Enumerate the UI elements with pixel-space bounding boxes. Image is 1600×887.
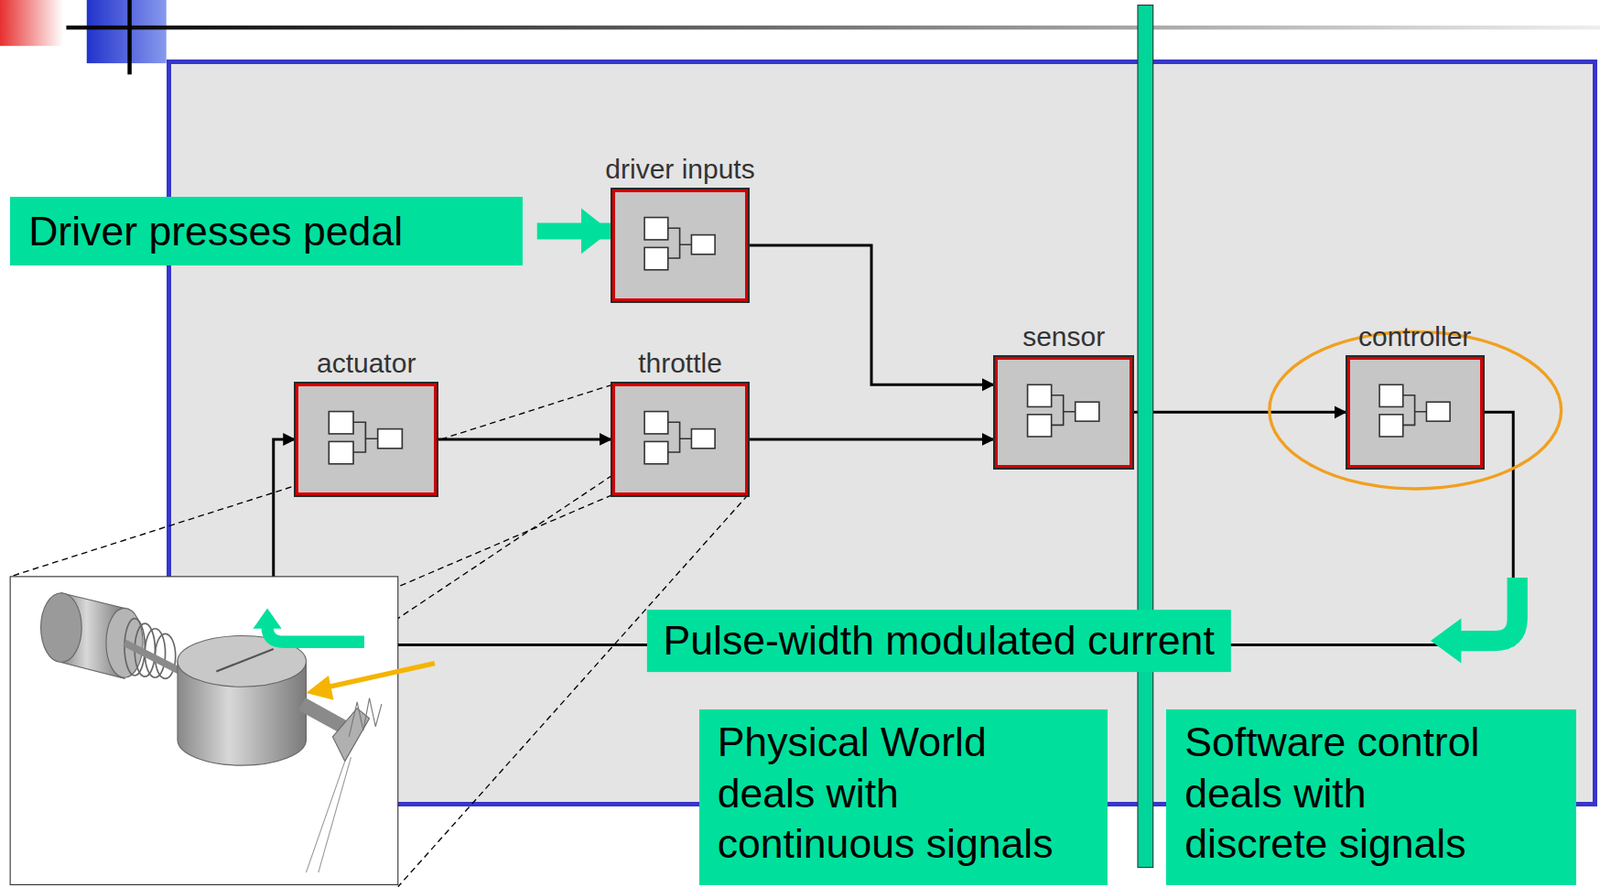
icon-square [644,217,669,240]
icon-square [1379,414,1404,437]
block-icon [298,386,434,493]
block-heading: actuator [316,347,416,379]
block-icon [615,386,746,493]
icon-wire [1051,395,1076,426]
note-text: Physical World deals with continuous sig… [717,716,1080,870]
icon-square [1379,384,1404,407]
icon-square [329,442,355,465]
note-box: Software control deals with discrete sig… [1166,709,1577,886]
icon-square [329,411,355,434]
signal-connector [747,437,995,441]
model-block: driver inputs [612,189,748,302]
icon-square [691,235,715,255]
signal-connector [537,222,611,239]
inset-frame [10,576,399,886]
icon-square [1426,401,1450,422]
block-heading: throttle [637,347,723,379]
note-text: Driver presses pedal [28,205,403,258]
icon-square [644,442,669,465]
icon-square [1027,384,1052,407]
throttle-illustration [41,593,435,873]
block-icon [1350,359,1481,465]
icon-wire [668,228,692,260]
block-heading: driver inputs [605,153,755,185]
corner-mark [86,0,167,64]
icon-square [1075,401,1100,422]
block-icon [997,359,1130,465]
model-block: actuator [295,383,437,496]
boundary-bar [1137,5,1154,868]
note-text: Software control deals with discrete sig… [1184,716,1496,870]
corner-mark [0,0,64,46]
model-block: sensor [994,356,1133,467]
icon-square [644,411,669,434]
signal-connector [747,245,995,385]
title-rule [127,0,131,75]
icon-square [691,429,715,449]
title-rule [65,25,1600,30]
icon-wire [1402,395,1427,426]
signal-connector [436,437,613,441]
icon-wire [353,421,379,453]
model-block: controller [1347,356,1483,467]
edge-label: Pulse-width modulated current [646,609,1231,672]
highlight-ellipse [1269,331,1562,489]
block-heading: controller [1358,321,1471,353]
icon-wire [668,421,692,453]
callout-box: Driver presses pedal [10,196,523,266]
model-block: throttle [612,383,748,496]
note-box: Physical World deals with continuous sig… [699,709,1108,886]
block-icon [615,192,746,299]
icon-square [378,429,403,449]
block-heading: sensor [1022,321,1105,353]
signal-connector [1132,410,1347,414]
icon-square [1027,414,1052,437]
hook-arrow-head [1430,618,1461,664]
hook-arrow [1459,577,1518,641]
icon-square [644,248,669,271]
